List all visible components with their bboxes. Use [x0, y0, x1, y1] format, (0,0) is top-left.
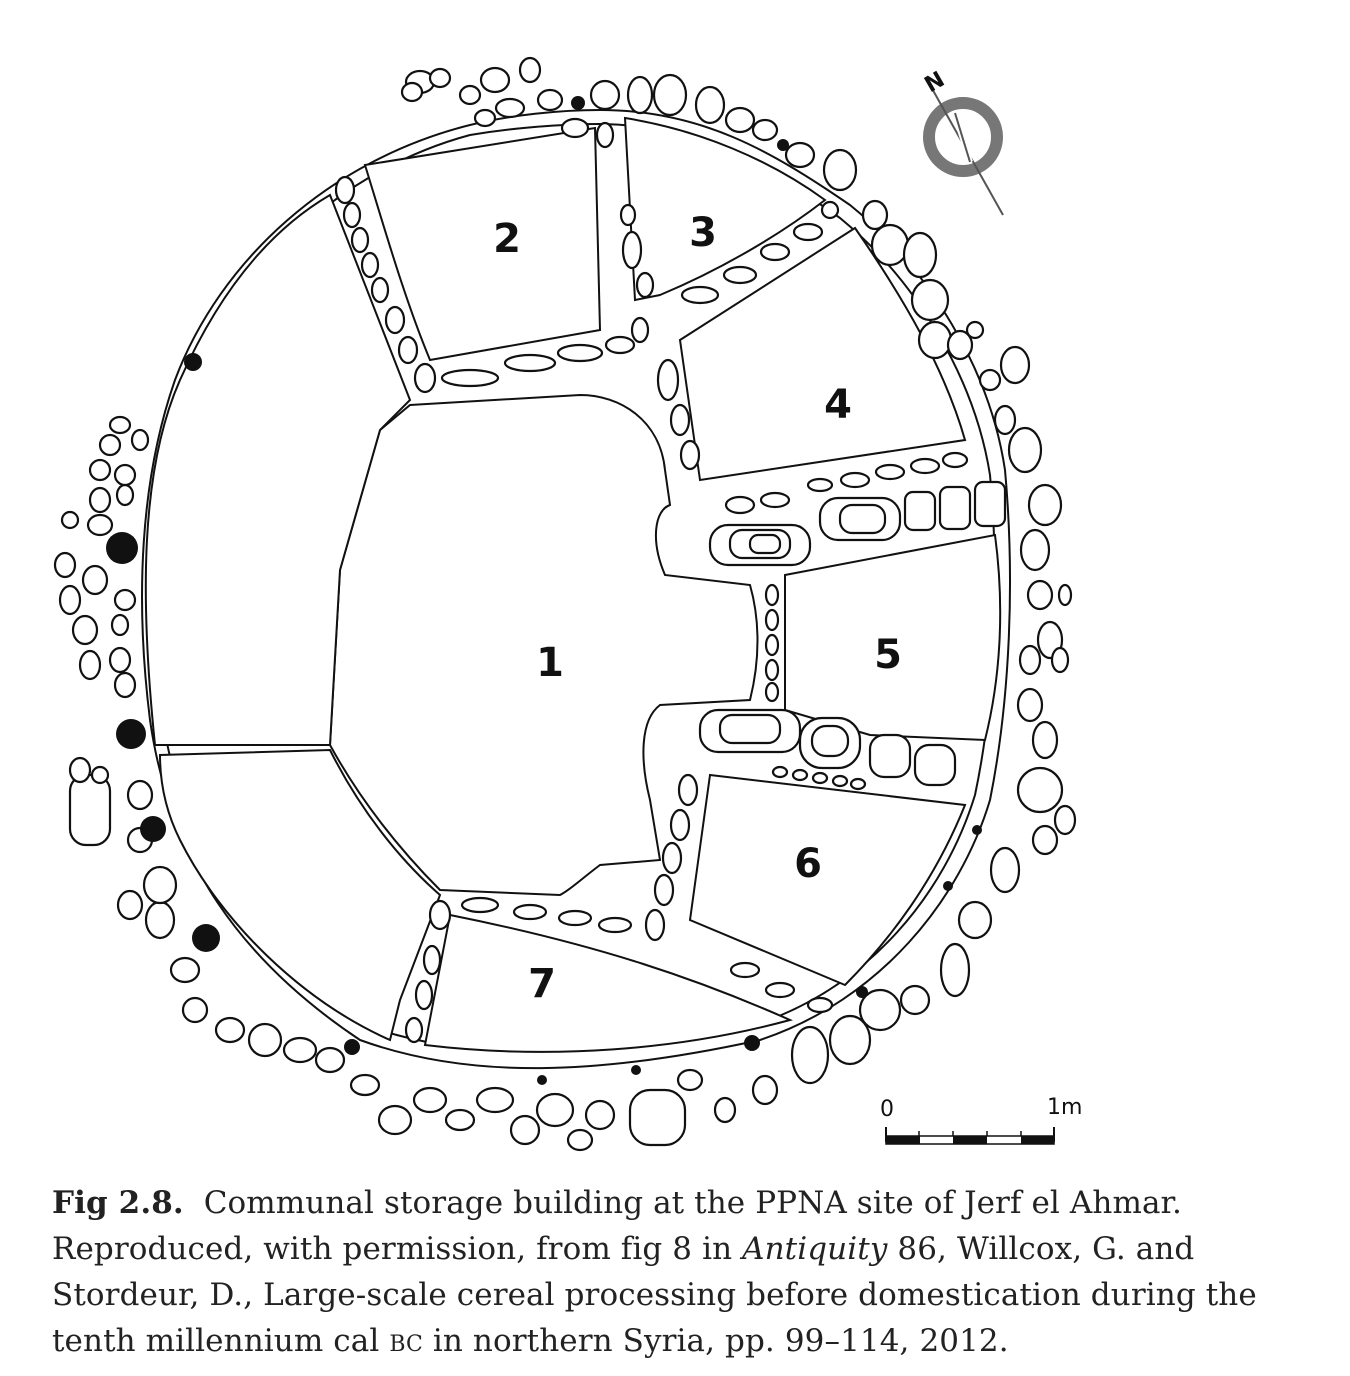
room-7-outline — [423, 913, 793, 1053]
room-2-outline — [363, 126, 602, 362]
room-label-2: 2 — [493, 216, 521, 262]
scale-end-label: 1m — [1047, 1095, 1082, 1120]
caption-text-2: 86, Willcox, G. and Stordeur, D., Large-… — [52, 1231, 1257, 1359]
room-6-outline — [688, 773, 967, 987]
north-arrow: N — [921, 67, 1004, 216]
room-label-3: 3 — [689, 210, 717, 256]
figure-caption: Fig 2.8. Communal storage building at th… — [52, 1180, 1312, 1364]
post-holes — [106, 96, 982, 1085]
room-outlines — [144, 116, 1002, 1053]
room-label-5: 5 — [874, 632, 902, 678]
perimeter-stones — [53, 56, 1077, 1152]
caption-era: bc — [389, 1323, 423, 1359]
figure-number: Fig 2.8. — [52, 1185, 184, 1221]
room-labels: 2 3 4 1 5 6 7 — [493, 210, 902, 1007]
room-1-outline — [328, 393, 759, 897]
north-label: N — [921, 67, 949, 98]
caption-text-3: in northern Syria, pp. 99–114, 2012. — [422, 1323, 1009, 1359]
scale-bar: 0 1m — [880, 1095, 1082, 1145]
room-label-4: 4 — [824, 382, 852, 428]
partition-stones — [334, 121, 1007, 1044]
room-5-outline — [784, 533, 1002, 742]
room-3-outline — [623, 116, 827, 302]
caption-text-1: Communal storage building at the PPNA si… — [52, 1185, 1182, 1267]
room-label-7: 7 — [528, 961, 556, 1007]
room-label-1: 1 — [536, 640, 564, 686]
caption-journal: Antiquity — [742, 1231, 888, 1267]
room-label-6: 6 — [794, 841, 822, 887]
room-west-upper-outline — [144, 193, 412, 746]
storage-building-plan: 2 3 4 1 5 6 7 N 0 1m — [53, 56, 1082, 1152]
room-west-lower-outline — [158, 748, 442, 1042]
scale-start-label: 0 — [880, 1097, 894, 1122]
